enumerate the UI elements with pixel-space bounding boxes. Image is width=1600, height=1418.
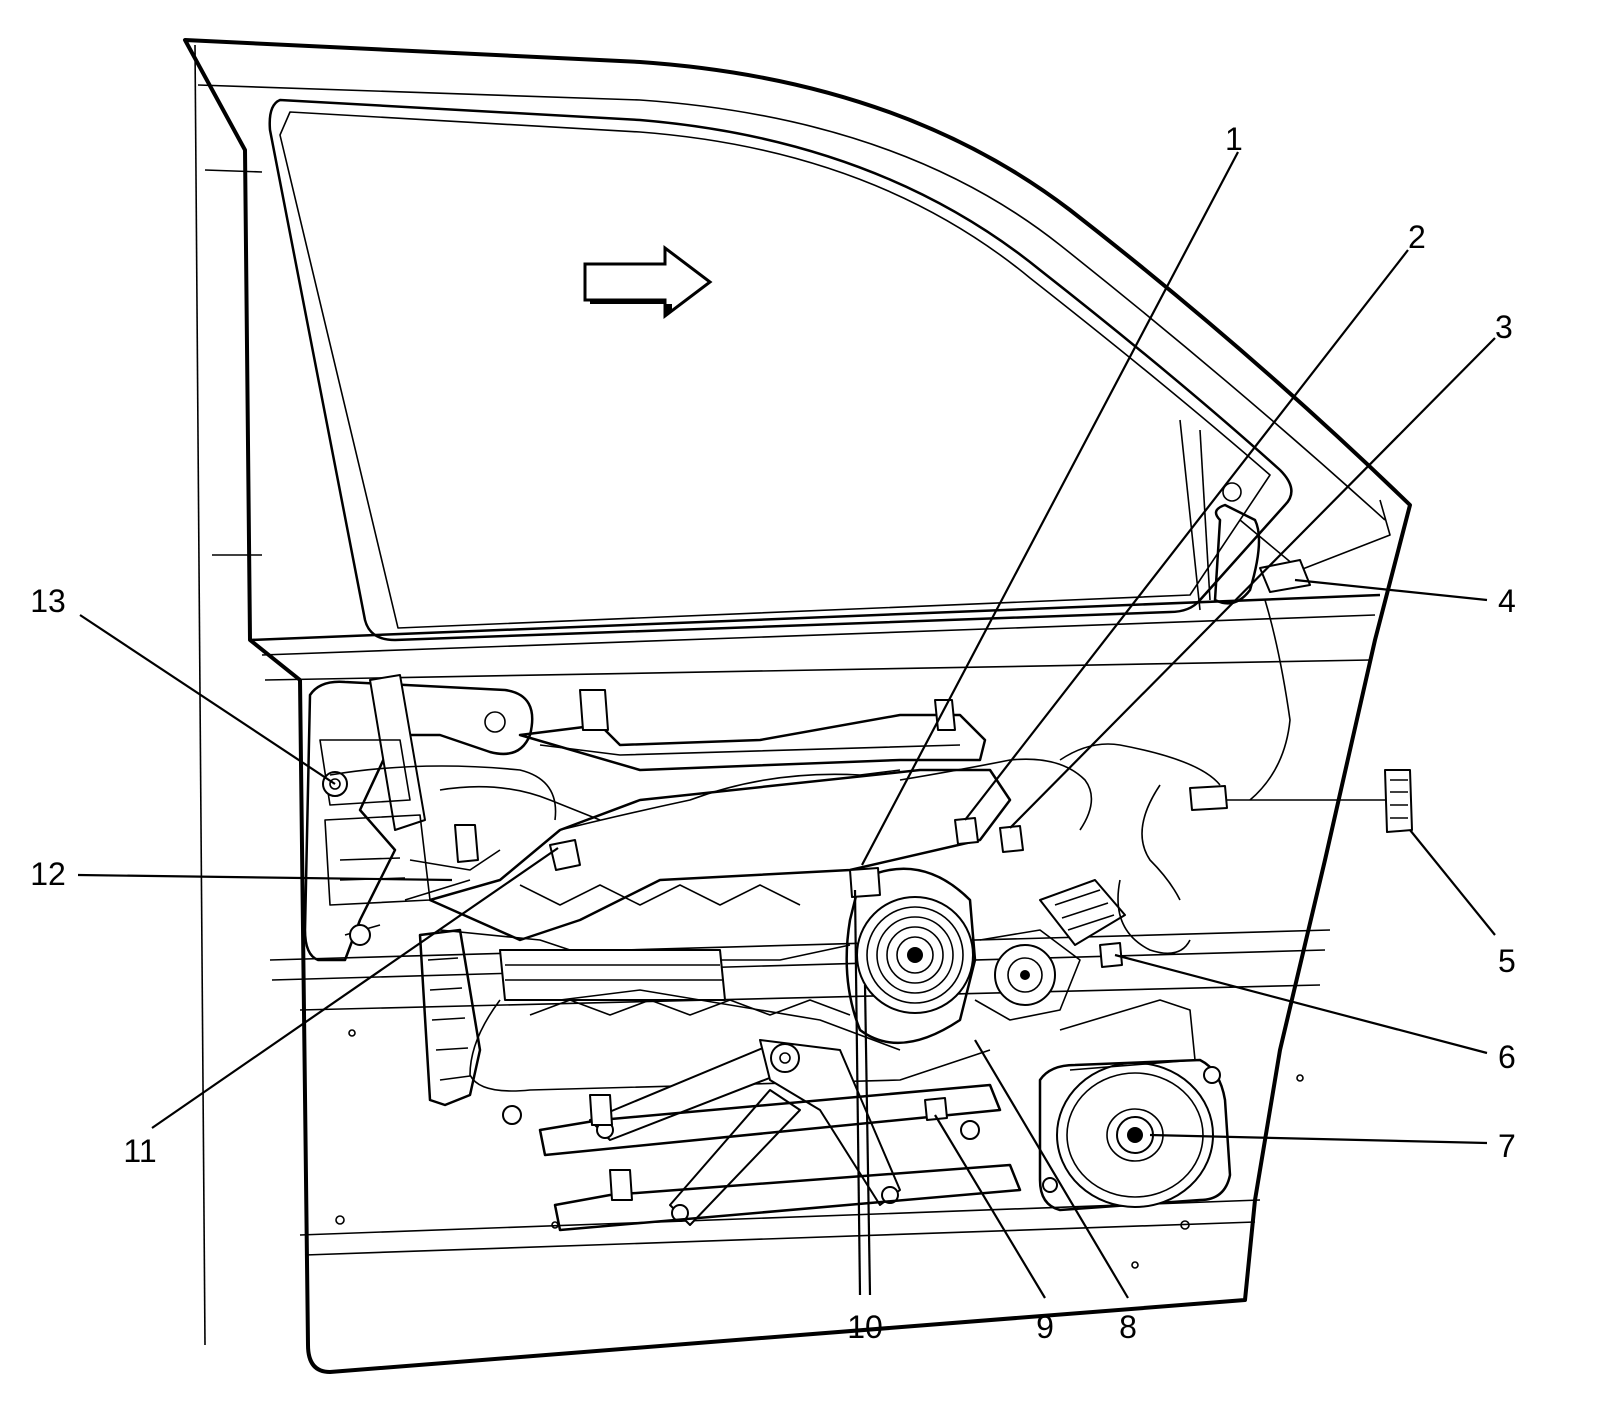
leader-line-4 xyxy=(1294,578,1488,602)
window-regulator-module xyxy=(418,689,1022,1232)
leader-line-11 xyxy=(151,847,559,1129)
leader-line-9 xyxy=(934,1114,1046,1299)
door-latch-assembly xyxy=(303,674,534,962)
door-shell xyxy=(183,38,1412,1374)
leader-line-2 xyxy=(964,249,1409,821)
callout-9: 9 xyxy=(1036,1309,1054,1345)
leader-line-3 xyxy=(1009,337,1496,829)
callout-4: 4 xyxy=(1498,583,1516,619)
callout-7: 7 xyxy=(1498,1128,1516,1164)
leader-line-5 xyxy=(1409,829,1496,936)
callout-2: 2 xyxy=(1408,219,1426,255)
leader-line-13 xyxy=(79,614,336,785)
window-motor xyxy=(845,867,1126,1045)
leader-line-6 xyxy=(1114,953,1488,1055)
leader-line-10a xyxy=(853,889,862,1296)
leader-line-10b xyxy=(863,984,872,1296)
leader-line-7 xyxy=(1149,1133,1488,1145)
callout-6: 6 xyxy=(1498,1039,1516,1075)
callout-11: 11 xyxy=(123,1133,156,1169)
leader-line-8 xyxy=(974,1039,1129,1299)
leader-line-12 xyxy=(77,873,453,882)
callout-8: 8 xyxy=(1119,1309,1137,1345)
speaker xyxy=(1038,999,1232,1212)
callout-1: 1 xyxy=(1225,121,1243,157)
leader-line-1 xyxy=(861,151,1239,866)
callout-5: 5 xyxy=(1498,943,1516,979)
callout-12: 12 xyxy=(30,856,66,892)
callout-13: 13 xyxy=(30,583,66,619)
callout-10: 10 xyxy=(847,1309,883,1345)
callout-labels: 1 2 3 4 5 6 7 8 9 10 11 12 13 xyxy=(30,121,1516,1345)
leader-lines xyxy=(77,151,1496,1299)
callout-3: 3 xyxy=(1495,309,1513,345)
right-arrow-icon xyxy=(583,244,713,320)
